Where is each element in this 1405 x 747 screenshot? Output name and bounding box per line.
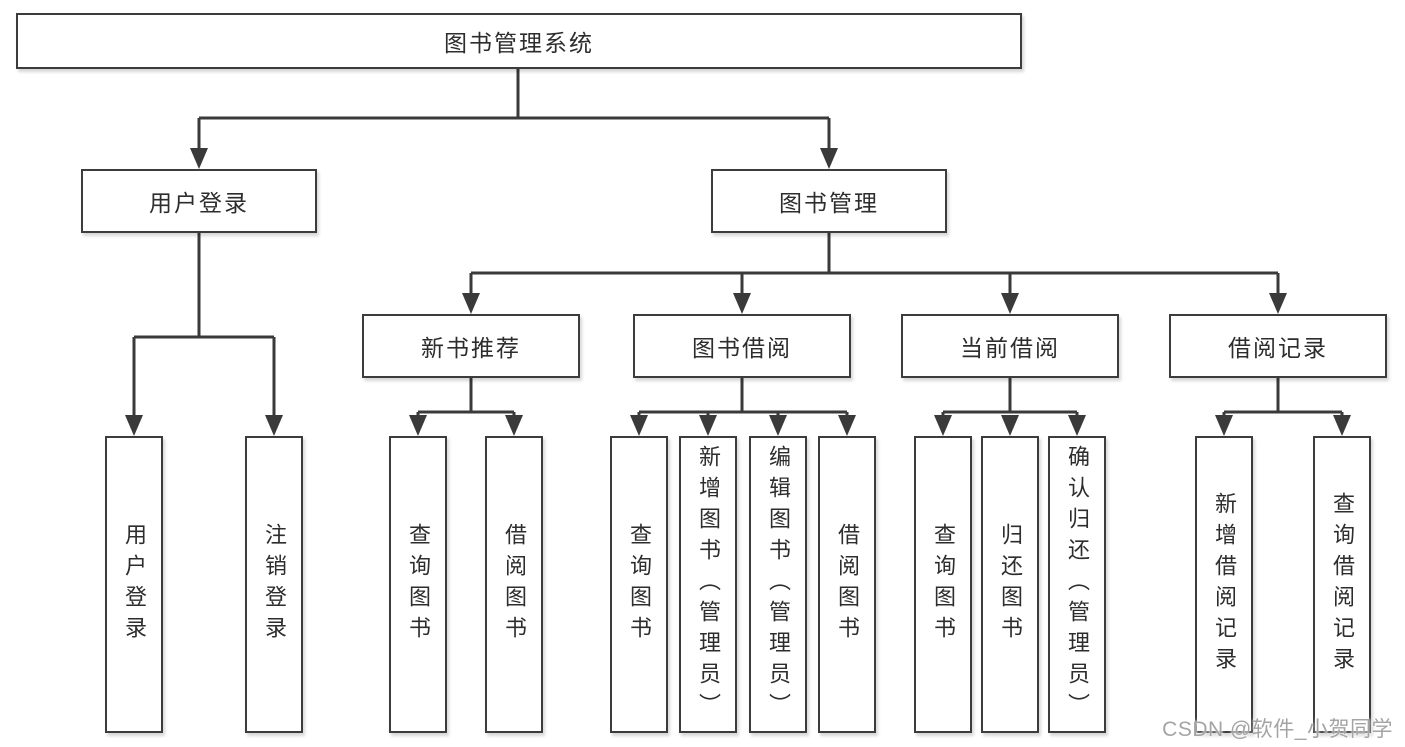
leaf-borrow-books-borrowing: 借阅图书 [818, 436, 876, 733]
node-label: 图书管理系统 [444, 30, 594, 56]
arrowhead-icon [409, 415, 427, 436]
node-new-book-recommendation: 新书推荐 [362, 314, 580, 378]
arrowhead-icon [769, 415, 787, 436]
leaf-label: 注销登录 [262, 522, 287, 647]
leaf-query-borrow-record: 查询借阅记录 [1313, 436, 1371, 733]
leaf-add-borrow-record: 新增借阅记录 [1195, 436, 1253, 733]
leaf-label: 查询图书 [406, 522, 431, 647]
arrowhead-icon [934, 415, 952, 436]
arrowhead-icon [1333, 415, 1351, 436]
arrowhead-icon [505, 415, 523, 436]
arrowhead-icon [838, 415, 856, 436]
connector-current-borrowing-to-leaves [934, 378, 1086, 436]
connector-book-management-to-level3 [462, 233, 1287, 314]
connector-root-to-level2 [190, 69, 838, 169]
leaf-label: 归还图书 [998, 522, 1023, 647]
arrowhead-icon [733, 293, 751, 314]
leaf-label: 查询图书 [627, 522, 652, 647]
leaf-query-books-recommend: 查询图书 [389, 436, 447, 733]
csdn-watermark: CSDN @软件_小贺同学 [1162, 718, 1393, 741]
node-book-management: 图书管理 [711, 169, 947, 233]
leaf-label: 借阅图书 [502, 522, 527, 647]
leaf-edit-book-admin: 编辑图书（管理员） [749, 436, 807, 733]
node-label: 借阅记录 [1228, 335, 1328, 361]
node-library-management-system: 图书管理系统 [16, 13, 1022, 69]
arrowhead-icon [1215, 415, 1233, 436]
leaf-label: 新增图书（管理员） [696, 445, 721, 724]
leaf-label: 确认归还（管理员） [1065, 445, 1090, 724]
arrowhead-icon [630, 415, 648, 436]
node-current-borrowing: 当前借阅 [901, 314, 1119, 378]
node-label: 用户登录 [149, 190, 249, 216]
leaf-return-book: 归还图书 [981, 436, 1039, 733]
connector-user-login-to-leaves [125, 233, 283, 436]
node-label: 当前借阅 [960, 335, 1060, 361]
leaf-logout-login: 注销登录 [245, 436, 303, 733]
arrowhead-icon [1068, 415, 1086, 436]
arrowhead-icon [462, 293, 480, 314]
leaf-query-books-current: 查询图书 [914, 436, 972, 733]
node-book-borrowing: 图书借阅 [633, 314, 851, 378]
node-borrowing-records: 借阅记录 [1169, 314, 1387, 378]
node-label: 新书推荐 [421, 335, 521, 361]
node-label: 图书管理 [779, 190, 879, 216]
leaf-label: 新增借阅记录 [1212, 491, 1237, 678]
arrowhead-icon [125, 415, 143, 436]
arrowhead-icon [699, 415, 717, 436]
leaf-borrow-books-recommend: 借阅图书 [485, 436, 543, 733]
arrowhead-icon [820, 148, 838, 169]
leaf-label: 编辑图书（管理员） [766, 445, 791, 724]
leaf-label: 用户登录 [122, 522, 147, 647]
leaf-label: 查询图书 [931, 522, 956, 647]
leaf-user-login: 用户登录 [105, 436, 163, 733]
connector-new-book-recommend-to-leaves [409, 378, 523, 436]
arrowhead-icon [1001, 415, 1019, 436]
leaf-query-books-borrowing: 查询图书 [610, 436, 668, 733]
leaf-add-book-admin: 新增图书（管理员） [679, 436, 737, 733]
leaf-label: 借阅图书 [835, 522, 860, 647]
connector-borrow-records-to-leaves [1215, 378, 1351, 436]
connector-book-borrowing-to-leaves [630, 378, 856, 436]
node-label: 图书借阅 [692, 335, 792, 361]
leaf-confirm-return-admin: 确认归还（管理员） [1048, 436, 1106, 733]
node-user-login: 用户登录 [81, 169, 317, 233]
arrowhead-icon [1269, 293, 1287, 314]
arrowhead-icon [190, 148, 208, 169]
leaf-label: 查询借阅记录 [1330, 491, 1355, 678]
arrowhead-icon [1001, 293, 1019, 314]
arrowhead-icon [265, 415, 283, 436]
